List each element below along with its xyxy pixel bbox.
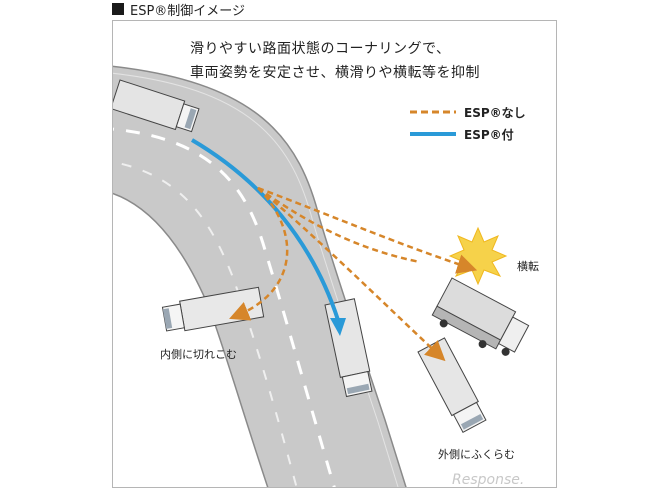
header-title: ESP®制御イメージ — [130, 3, 246, 19]
road-surface — [113, 65, 407, 487]
legend-with-esp-label: ESP®付 — [464, 127, 514, 142]
legend-without-esp-label: ESP®なし — [464, 106, 526, 120]
path-rollover — [257, 186, 478, 274]
label-rollover: 横転 — [517, 259, 539, 273]
truck-rollover — [431, 277, 530, 356]
truck-drift-out — [417, 337, 487, 433]
esp-path-arrow — [190, 138, 340, 321]
header-square-icon — [112, 3, 124, 15]
path-drift-mid — [257, 186, 421, 264]
diagram-header: ESP®制御イメージ — [112, 0, 246, 19]
path-drift-out — [257, 187, 446, 362]
impact-burst-icon — [448, 226, 508, 286]
label-cut-in: 内側に切れこむ — [160, 347, 237, 361]
path-cut-in — [229, 187, 289, 321]
caption-line-2: 車両姿勢を安定させ、横滑りや横転等を抑制 — [190, 65, 480, 81]
label-drift-out: 外側にふくらむ — [438, 448, 515, 461]
caption-line-1: 滑りやすい路面状態のコーナリングで、 — [190, 41, 451, 57]
lane-center-line — [113, 127, 336, 487]
watermark: Response. — [452, 472, 524, 488]
truck-start — [113, 79, 200, 133]
